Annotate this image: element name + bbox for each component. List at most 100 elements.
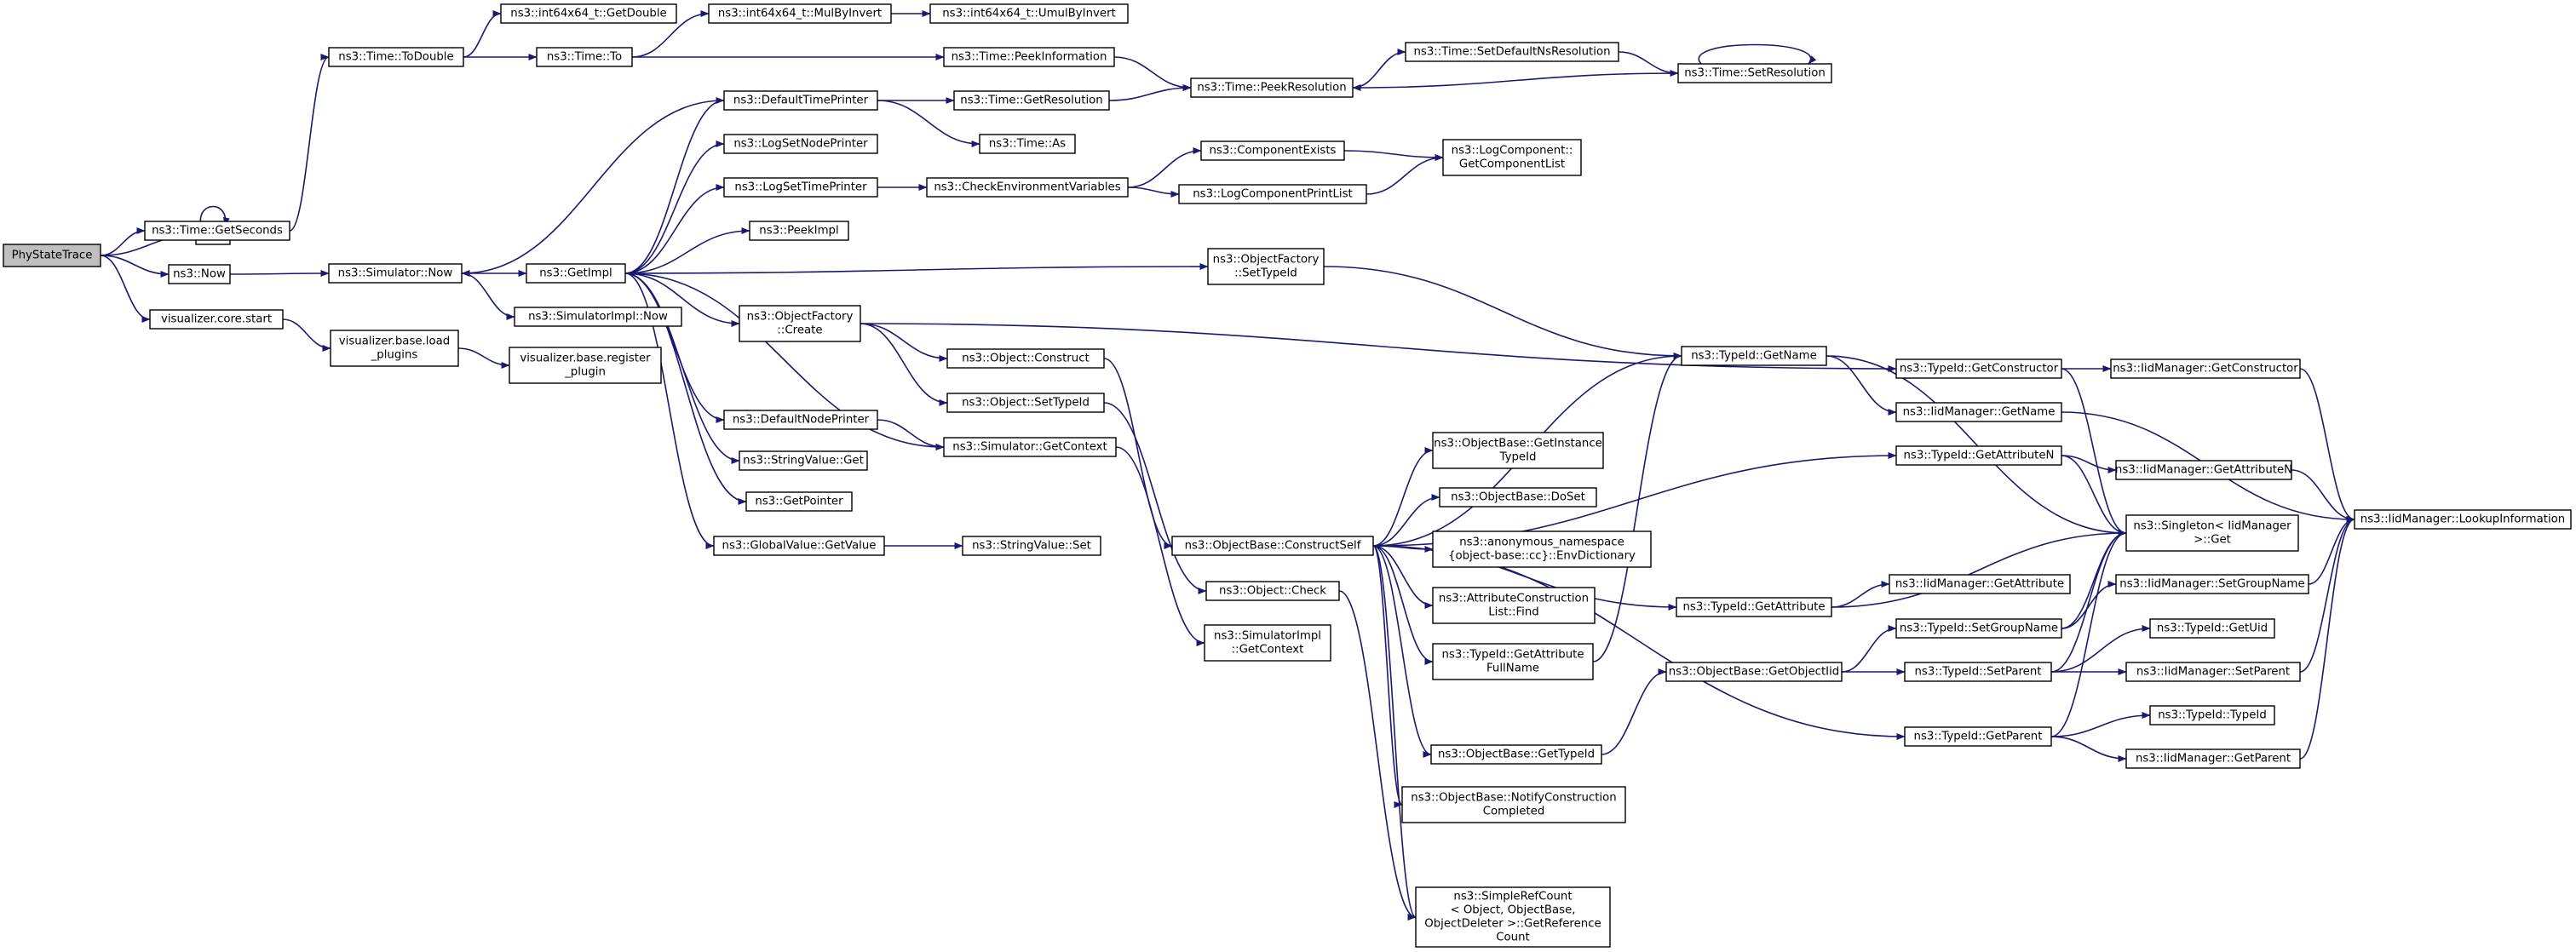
node-typeid-getname[interactable]: ns3::TypeId::GetName bbox=[1681, 346, 1827, 366]
call-edge bbox=[1372, 494, 1440, 547]
call-edge bbox=[1826, 355, 1897, 416]
node-time-setresolution[interactable]: ns3::Time::SetResolution bbox=[1677, 63, 1832, 83]
node-logcomponent-getlist[interactable]: ns3::LogComponent::GetComponentList bbox=[1442, 139, 1582, 176]
node-logsettimeprinter[interactable]: ns3::LogSetTimePrinter bbox=[723, 177, 878, 198]
node-time-peekinformation[interactable]: ns3::Time::PeekInformation bbox=[943, 47, 1115, 67]
node-iid-lookupinformation[interactable]: ns3::IidManager::LookupInformation bbox=[2354, 509, 2572, 530]
node-objbase-constructself[interactable]: ns3::ObjectBase::ConstructSelf bbox=[1171, 536, 1374, 556]
node-globalvalue-getvalue[interactable]: ns3::GlobalValue::GetValue bbox=[713, 536, 885, 556]
node-label: ns3::Time::ToDouble bbox=[338, 51, 453, 64]
node-typeid-getparent[interactable]: ns3::TypeId::GetParent bbox=[1904, 726, 2052, 747]
node-object-check[interactable]: ns3::Object::Check bbox=[1205, 581, 1340, 601]
node-simimpl-now[interactable]: ns3::SimulatorImpl::Now bbox=[514, 307, 682, 327]
node-peekimpl[interactable]: ns3::PeekImpl bbox=[749, 221, 849, 241]
node-simulator-getcontext[interactable]: ns3::Simulator::GetContext bbox=[943, 437, 1117, 457]
node-getpointer[interactable]: ns3::GetPointer bbox=[745, 491, 853, 512]
call-edge bbox=[1127, 147, 1202, 188]
node-simimpl-getcontext[interactable]: ns3::SimulatorImpl::GetContext bbox=[1204, 624, 1331, 662]
node-box bbox=[929, 3, 1129, 24]
node-phystatetrace[interactable]: PhyStateTrace bbox=[3, 244, 101, 267]
node-box bbox=[1889, 574, 2071, 594]
node-box bbox=[526, 263, 626, 284]
node-label: ns3::Time::GetResolution bbox=[960, 95, 1102, 107]
call-edge bbox=[2299, 516, 2355, 760]
node-vis-base-register[interactable]: visualizer.base.register_plugin bbox=[509, 347, 662, 384]
node-int64-getdouble[interactable]: ns3::int64x64_t::GetDouble bbox=[500, 3, 677, 24]
node-label: ns3::LogSetNodePrinter bbox=[733, 138, 868, 151]
node-typeid-getattributen[interactable]: ns3::TypeId::GetAttributeN bbox=[1895, 445, 2062, 466]
node-time-to[interactable]: ns3::Time::To bbox=[536, 47, 633, 67]
node-objbase-gettypeid[interactable]: ns3::ObjectBase::GetTypeId bbox=[1430, 744, 1602, 765]
call-edge bbox=[2061, 581, 2117, 629]
node-time-getseconds[interactable]: ns3::Time::GetSeconds bbox=[144, 221, 290, 241]
node-time-as[interactable]: ns3::Time::As bbox=[979, 134, 1076, 154]
node-label: ns3::Time::To bbox=[547, 51, 622, 64]
node-iid-getattributen[interactable]: ns3::IidManager::GetAttributeN bbox=[2115, 460, 2292, 480]
call-edge bbox=[1352, 72, 1679, 91]
node-simulator-now[interactable]: ns3::Simulator::Now bbox=[328, 263, 463, 284]
node-objfactory-create[interactable]: ns3::ObjectFactory::Create bbox=[739, 305, 861, 342]
node-object-construct[interactable]: ns3::Object::Construct bbox=[946, 348, 1105, 369]
node-typeid-getuid[interactable]: ns3::TypeId::GetUid bbox=[2149, 618, 2275, 639]
node-label: ns3::TypeId::SetParent bbox=[1914, 666, 2041, 679]
node-logsetnodeprinter[interactable]: ns3::LogSetNodePrinter bbox=[723, 134, 878, 154]
node-stringvalue-set[interactable]: ns3::StringValue::Set bbox=[962, 536, 1101, 556]
node-box bbox=[739, 450, 868, 471]
node-simplerefcount[interactable]: ns3::SimpleRefCount< Object, ObjectBase,… bbox=[1415, 886, 1611, 948]
node-getimpl[interactable]: ns3::GetImpl bbox=[526, 263, 626, 284]
node-iid-getparent[interactable]: ns3::IidManager::GetParent bbox=[2125, 748, 2301, 769]
node-time-getresolution[interactable]: ns3::Time::GetResolution bbox=[953, 90, 1110, 111]
node-vis-base-load[interactable]: visualizer.base.load_plugins bbox=[330, 330, 459, 367]
node-time-todouble[interactable]: ns3::Time::ToDouble bbox=[328, 47, 464, 67]
node-int64-mulbyinvert[interactable]: ns3::int64x64_t::MulByInvert bbox=[708, 3, 892, 24]
node-defaulttimeprinter[interactable]: ns3::DefaultTimePrinter bbox=[723, 90, 878, 111]
node-iid-getconstructor[interactable]: ns3::IidManager::GetConstructor bbox=[2110, 358, 2301, 379]
node-label: _plugin bbox=[564, 366, 606, 379]
node-box bbox=[2354, 509, 2572, 530]
node-int64-umulbyinvert[interactable]: ns3::int64x64_t::UmulByInvert bbox=[929, 3, 1129, 24]
node-label: ns3::ObjectBase::GetInstance bbox=[1434, 438, 1602, 450]
node-checkenvvars[interactable]: ns3::CheckEnvironmentVariables bbox=[926, 177, 1129, 198]
node-box bbox=[2115, 460, 2292, 480]
node-now[interactable]: ns3::Now bbox=[168, 264, 231, 284]
node-label: ns3::IidManager::GetConstructor bbox=[2113, 363, 2298, 376]
node-typeid-getconstructor[interactable]: ns3::TypeId::GetConstructor bbox=[1895, 358, 2062, 379]
node-box bbox=[1895, 618, 2062, 639]
node-defaultnodeprinter[interactable]: ns3::DefaultNodePrinter bbox=[723, 410, 878, 430]
call-edge bbox=[1372, 545, 1434, 609]
call-edge bbox=[860, 323, 948, 362]
node-iid-setparent[interactable]: ns3::IidManager::SetParent bbox=[2125, 662, 2301, 682]
node-label: ns3::Simulator::GetContext bbox=[952, 441, 1107, 454]
node-box bbox=[1204, 624, 1331, 662]
node-componentexists[interactable]: ns3::ComponentExists bbox=[1200, 141, 1345, 161]
node-time-setdefaultnsres[interactable]: ns3::Time::SetDefaultNsResolution bbox=[1405, 42, 1619, 62]
node-typeid-getattribute[interactable]: ns3::TypeId::GetAttribute bbox=[1676, 597, 1832, 617]
node-singleton-get[interactable]: ns3::Singleton< IidManager>::Get bbox=[2125, 514, 2299, 552]
node-objfactory-settypeid[interactable]: ns3::ObjectFactory::SetTypeId bbox=[1207, 248, 1325, 285]
node-objbase-notifyconstruction[interactable]: ns3::ObjectBase::NotifyConstructionCompl… bbox=[1401, 786, 1626, 823]
node-vis-core-start[interactable]: visualizer.core.start bbox=[149, 309, 284, 330]
call-edge bbox=[289, 54, 330, 232]
node-iid-getattribute[interactable]: ns3::IidManager::GetAttribute bbox=[1889, 574, 2071, 594]
node-iid-setgroupname[interactable]: ns3::IidManager::SetGroupName bbox=[2115, 574, 2309, 594]
node-object-settypeid[interactable]: ns3::Object::SetTypeId bbox=[946, 393, 1105, 413]
node-box bbox=[2149, 705, 2275, 725]
node-box bbox=[708, 3, 892, 24]
node-label: ns3::IidManager::SetGroupName bbox=[2119, 578, 2304, 591]
node-logcomponentprintlist[interactable]: ns3::LogComponentPrintList bbox=[1178, 184, 1367, 204]
node-typeid-setparent[interactable]: ns3::TypeId::SetParent bbox=[1904, 662, 2052, 682]
node-typeid-setgroupname[interactable]: ns3::TypeId::SetGroupName bbox=[1895, 618, 2062, 639]
node-time-peekresolution[interactable]: ns3::Time::PeekResolution bbox=[1190, 77, 1354, 98]
node-label: ns3::SimpleRefCount bbox=[1453, 891, 1572, 903]
node-box bbox=[1895, 358, 2062, 379]
node-objbase-doset[interactable]: ns3::ObjectBase::DoSet bbox=[1439, 487, 1597, 508]
node-typeid-typeid[interactable]: ns3::TypeId::TypeId bbox=[2149, 705, 2275, 725]
node-objbase-getobjectiid[interactable]: ns3::ObjectBase::GetObjectIid bbox=[1665, 662, 1843, 682]
node-iid-getname[interactable]: ns3::IidManager::GetName bbox=[1895, 402, 2062, 422]
node-box bbox=[979, 134, 1076, 154]
node-anon-envdictionary[interactable]: ns3::anonymous_namespace{object-base::cc… bbox=[1432, 530, 1652, 568]
node-stringvalue-get[interactable]: ns3::StringValue::Get bbox=[739, 450, 868, 471]
